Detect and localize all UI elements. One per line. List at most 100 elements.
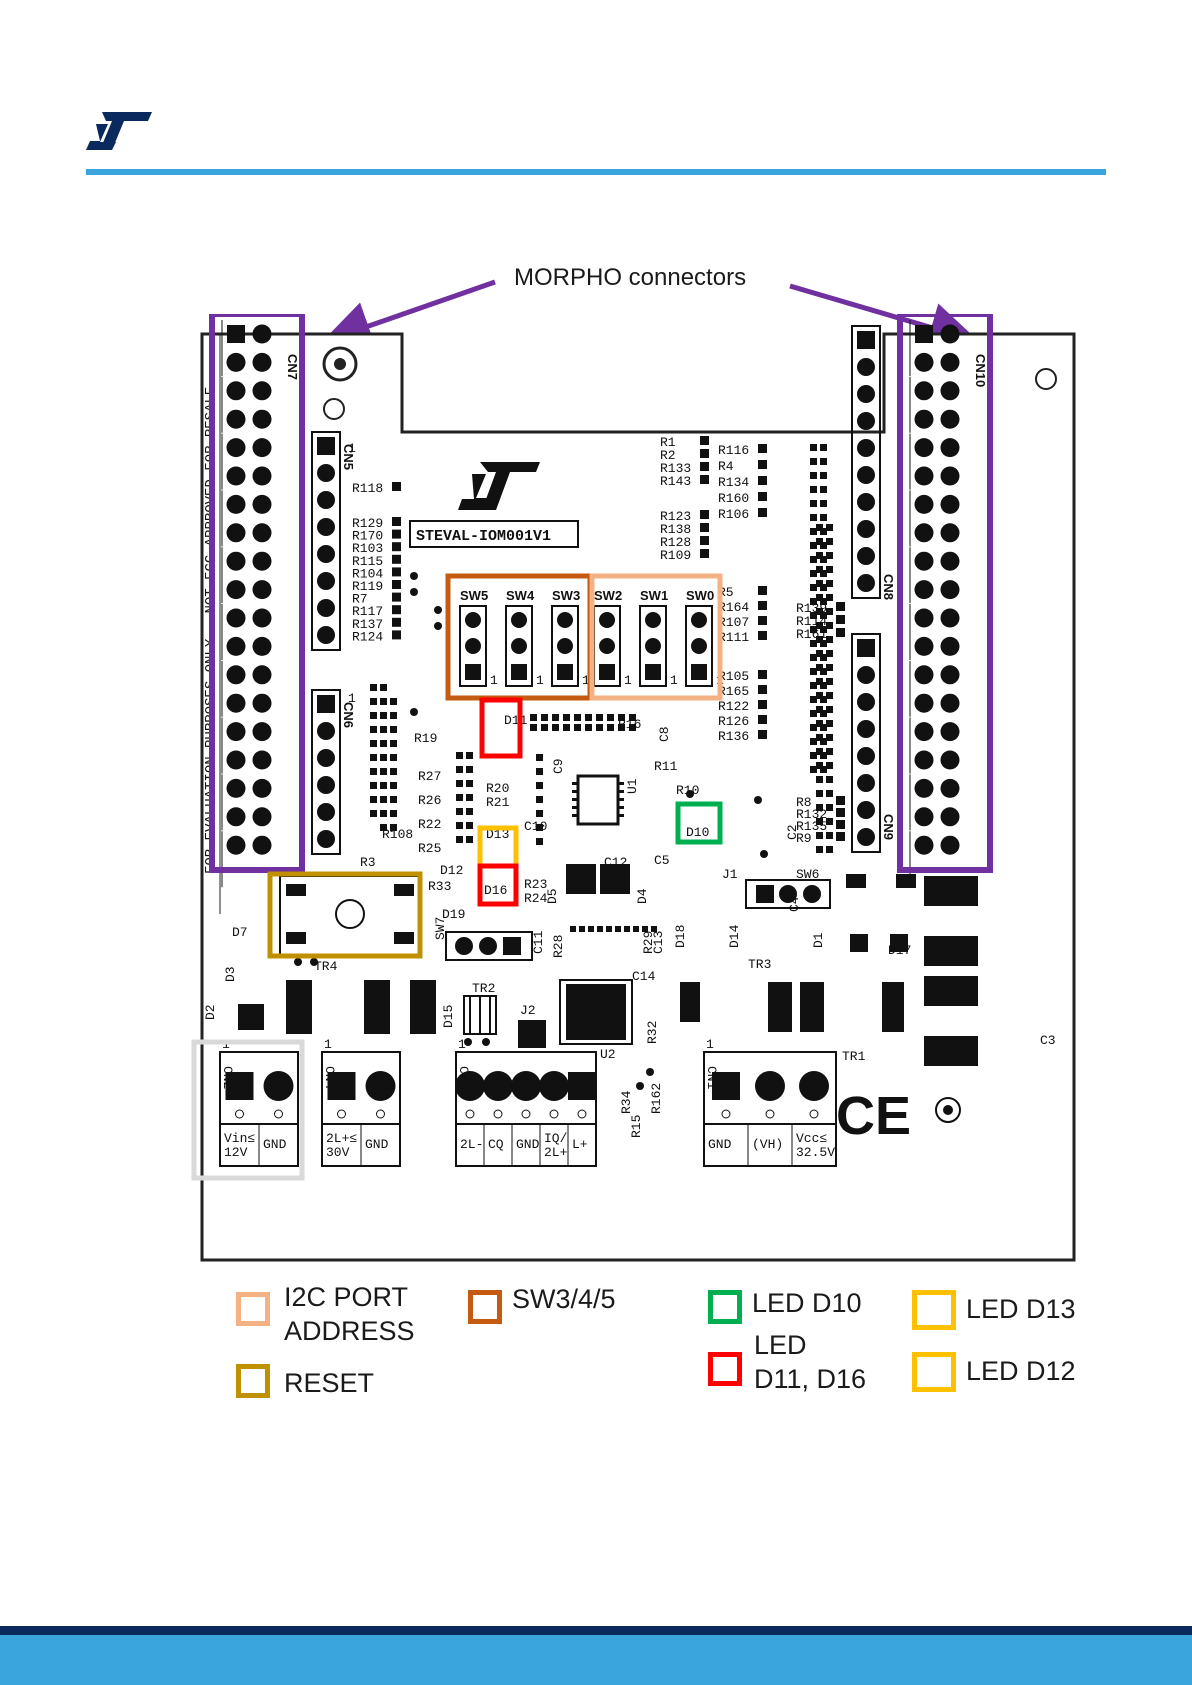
component-label-d13: D13 [486, 827, 509, 842]
morpho-caption: MORPHO connectors [514, 264, 747, 291]
terminal-cn-label: CN3 [456, 1066, 471, 1089]
legend-item-reset: RESET [236, 1364, 374, 1400]
legend-swatch-i2c [236, 1292, 270, 1326]
legend-label-led-d11-line1: LED [754, 1330, 807, 1360]
terminal-pin-label: GND [708, 1137, 732, 1152]
header-pin [252, 807, 272, 827]
header-pin [914, 665, 934, 685]
header-pin [914, 608, 934, 628]
component-label-sw6: SW6 [796, 867, 819, 882]
pin1-marker: 1 [670, 673, 678, 688]
header-pin [940, 324, 960, 344]
component-label-r11: R11 [654, 759, 678, 774]
header-pin [857, 774, 875, 792]
legend-swatch-led-d12 [912, 1352, 956, 1392]
header-pin [914, 352, 934, 372]
header-pin [914, 693, 934, 713]
resistor-label: R123 [660, 509, 691, 524]
highlight-led-d16 [477, 863, 519, 907]
component-label-r26: R26 [418, 793, 441, 808]
terminal-cn-label: CN1 [704, 1066, 719, 1090]
header-pin [226, 523, 246, 543]
header-pin [227, 325, 245, 343]
header-pin [226, 494, 246, 514]
pin1-marker: 1 [458, 1037, 466, 1052]
pin1-marker: 1 [348, 691, 356, 706]
header-pin [940, 438, 960, 458]
header-pin [857, 828, 875, 846]
arduino-header-label: CN6 [341, 702, 356, 728]
header-pin [914, 807, 934, 827]
header-pin [317, 572, 335, 590]
header-pin [914, 551, 934, 571]
terminal-pin-label: GND [365, 1137, 389, 1152]
header-pin [914, 580, 934, 600]
legend-label-sw345: SW3/4/5 [512, 1284, 616, 1314]
component-label-j1: J1 [722, 867, 738, 882]
switch-label: SW4 [506, 588, 535, 603]
header-pin [940, 551, 960, 571]
header-pin [940, 665, 960, 685]
resistor-label: R4 [718, 459, 734, 474]
header-pin [252, 352, 272, 372]
component-label-r27: R27 [418, 769, 441, 784]
terminal-pin-label: 2L+ [544, 1145, 568, 1160]
smd-pads [294, 444, 833, 1090]
component-label-d5: D5 [545, 888, 560, 904]
header-pin [914, 778, 934, 798]
header-pin [857, 493, 875, 511]
component-label-d10: D10 [686, 825, 709, 840]
component-label-r22: R22 [418, 817, 441, 832]
component-label-r23: R23 [524, 877, 547, 892]
terminal-pin-label: 2L+≤ [326, 1131, 357, 1146]
highlight-morpho-left [209, 314, 305, 873]
board-diagram: FOR EVALUATION PURPOSES ONLY - NOT FCC A… [191, 314, 1076, 1262]
component-label-r19: R19 [414, 731, 437, 746]
header-pin [940, 580, 960, 600]
terminal-cn-label: CN2 [220, 1066, 235, 1089]
header-pin [317, 518, 335, 536]
header-pin [940, 722, 960, 742]
header-pin [252, 665, 272, 685]
header-pin [857, 547, 875, 565]
pin1-marker: 1 [536, 673, 544, 688]
legend-label-i2c-line1: I2C PORT [284, 1282, 409, 1312]
header-pin [857, 385, 875, 403]
switch-label: SW1 [640, 588, 668, 603]
arduino-header-label: CN5 [341, 444, 356, 470]
resistor-label: R170 [352, 529, 383, 544]
resistor-label: R124 [352, 629, 383, 644]
component-label-c5: C5 [654, 853, 670, 868]
resistor-label: R164 [718, 600, 749, 615]
header-pin [914, 523, 934, 543]
header-pin [252, 778, 272, 798]
header-pin [252, 835, 272, 855]
component-label-sw7: SW7 [433, 917, 448, 940]
switch-label: SW3 [552, 588, 580, 603]
footer-band [0, 1635, 1192, 1685]
component-label-d16: D16 [484, 883, 507, 898]
resistor-label: R117 [352, 604, 383, 619]
component-label-d1: D1 [811, 932, 826, 948]
terminal-pin-label: 2L- [460, 1137, 483, 1152]
pin1-marker: 1 [490, 673, 498, 688]
component-label-c9: C9 [551, 758, 566, 774]
header-pin [940, 352, 960, 372]
component-label-r3: R3 [360, 855, 376, 870]
header-pin [317, 491, 335, 509]
resistor-label: R118 [352, 481, 383, 496]
header-pin [940, 750, 960, 770]
header-pin [857, 466, 875, 484]
header-pin [317, 599, 335, 617]
resistor-label: R9 [796, 831, 812, 846]
header-pin [857, 574, 875, 592]
terminal-pin-label: Vin≤ [224, 1131, 255, 1146]
header-pin [317, 722, 335, 740]
header-pin [226, 352, 246, 372]
header-pin [226, 466, 246, 486]
terminal-pin-label: 32.5V [796, 1145, 835, 1160]
header-pin [914, 438, 934, 458]
terminal-pin-label: L+ [572, 1137, 588, 1152]
resistor-label: R128 [660, 535, 691, 550]
